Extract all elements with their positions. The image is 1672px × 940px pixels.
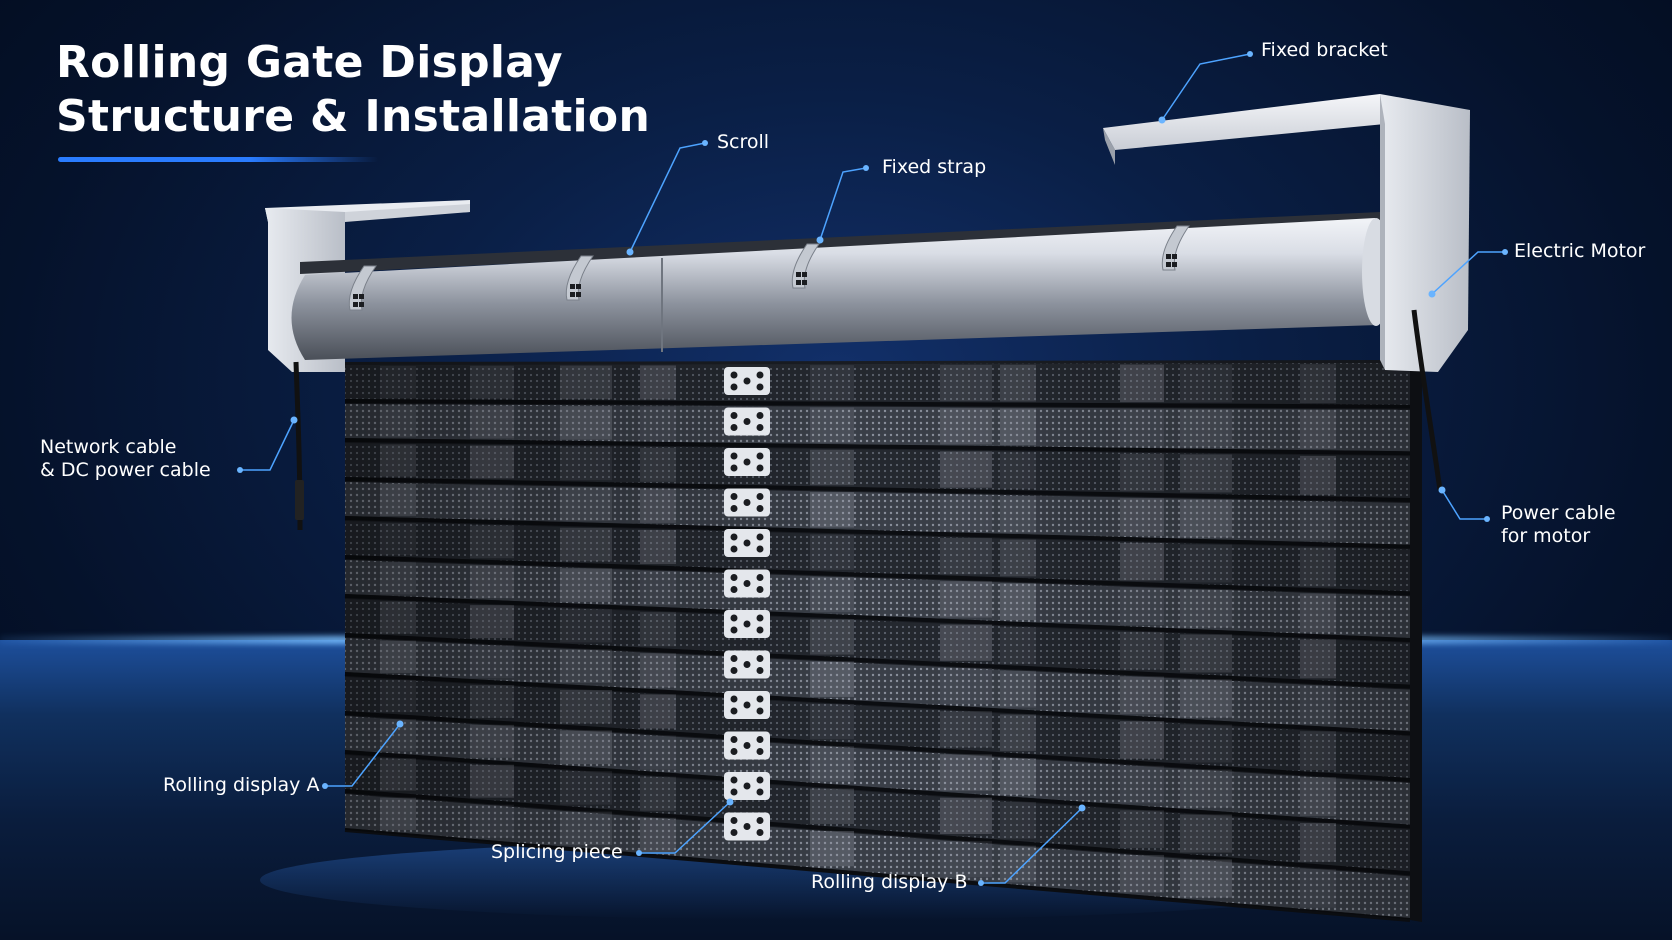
label-network-cable: Network cable & DC power cable: [40, 436, 228, 482]
network-cable-connector: [295, 480, 304, 520]
fixed-strap: [348, 265, 377, 311]
row-separator: [344, 828, 1411, 922]
label-scroll: Scroll: [717, 131, 770, 153]
fixed-strap-group: [348, 225, 1190, 311]
title-underline: [58, 157, 378, 162]
label-rolling-display-b: Rolling display B: [811, 871, 968, 893]
label-power-cable-line2: for motor: [1501, 525, 1591, 547]
splicing-piece: [724, 367, 770, 395]
splicing-piece: [724, 691, 770, 719]
splicing-piece: [724, 407, 770, 436]
title-line-2: Structure & Installation: [56, 91, 651, 142]
label-electric-motor: Electric Motor: [1514, 240, 1646, 262]
splicing-piece: [724, 650, 770, 679]
roller-scroll: [291, 212, 1390, 360]
led-panel: [344, 358, 1422, 922]
title-line-1: Rolling Gate Display: [56, 37, 563, 88]
splicing-piece: [724, 731, 770, 760]
page-title: Rolling Gate Display Structure & Install…: [56, 36, 650, 144]
label-fixed-bracket: Fixed bracket: [1261, 39, 1388, 61]
splicing-piece: [724, 529, 770, 557]
leader-lines: [240, 53, 1505, 884]
leader-dots: [237, 51, 1508, 886]
splicing-piece: [724, 569, 770, 598]
fixed-strap: [1161, 225, 1190, 271]
label-power-cable-line1: Power cable: [1501, 502, 1616, 524]
splicing-piece-column: [724, 367, 770, 841]
splicing-piece: [724, 610, 770, 638]
label-rolling-display-a: Rolling display A: [163, 774, 320, 796]
label-network-cable-line2: & DC power cable: [40, 459, 211, 481]
right-bracket: [1103, 94, 1470, 372]
splicing-piece: [724, 812, 770, 841]
fixed-strap: [791, 243, 820, 289]
label-network-cable-line1: Network cable: [40, 436, 177, 458]
splicing-piece: [724, 448, 770, 476]
label-power-cable: Power cable for motor: [1501, 502, 1616, 548]
motor-power-cable: [1411, 309, 1443, 491]
splicing-piece: [724, 772, 770, 800]
fixed-strap: [565, 255, 594, 301]
splicing-piece: [724, 488, 770, 517]
label-splicing-piece: Splicing piece: [491, 841, 623, 863]
label-fixed-strap: Fixed strap: [882, 156, 987, 178]
